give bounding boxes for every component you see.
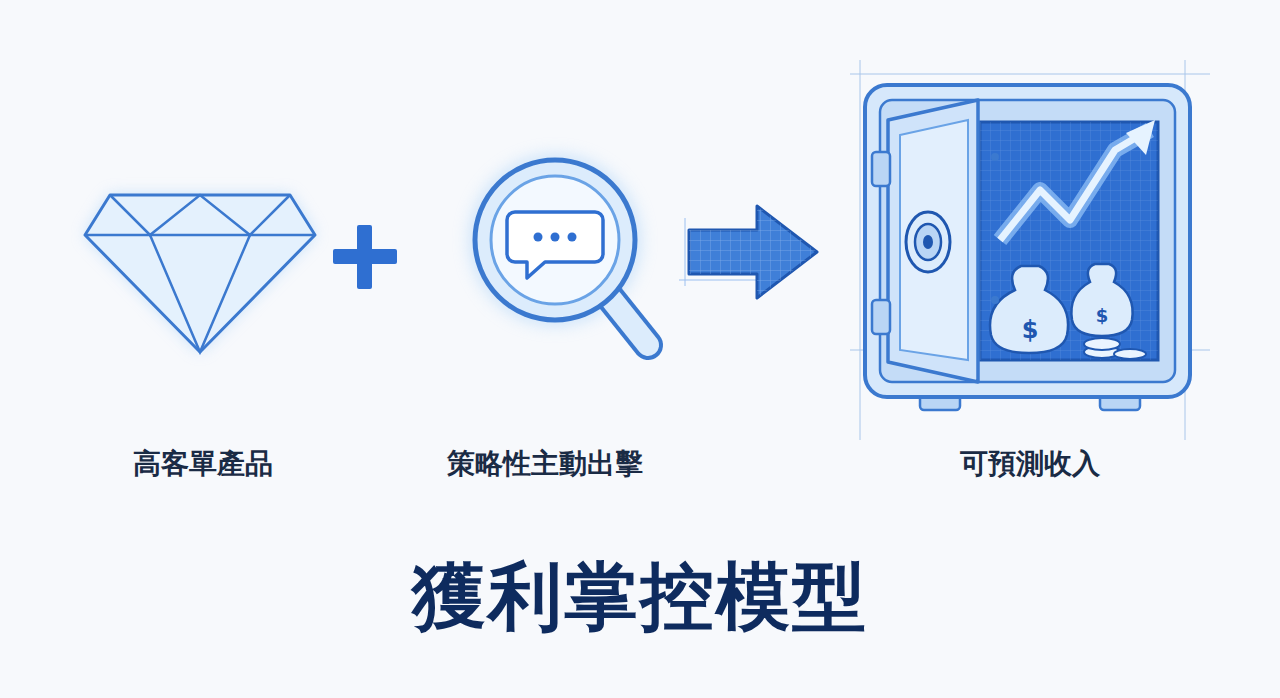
icon-node: 高客單產品 [75,140,330,489]
node-illustration [420,140,670,370]
plus-symbol [333,225,397,289]
node-label: 高客單產品 [75,445,330,483]
node-illustration [80,140,325,370]
node-illustration: $$ [850,60,1210,440]
diamond-icon [85,195,315,352]
icon-node: $$可預測收入 [845,60,1215,489]
node-label: 可預測收入 [845,445,1215,483]
icon-node: 策略性主動出擊 [405,140,685,489]
safe-icon: $$ [850,60,1210,440]
flow-arrow [679,206,817,298]
svg-text:$: $ [1096,305,1109,326]
diagram-title: 獲利掌控模型 [0,548,1280,648]
magnifier-icon [469,154,648,345]
svg-text:$: $ [1022,316,1039,344]
node-label: 策略性主動出擊 [405,445,685,483]
